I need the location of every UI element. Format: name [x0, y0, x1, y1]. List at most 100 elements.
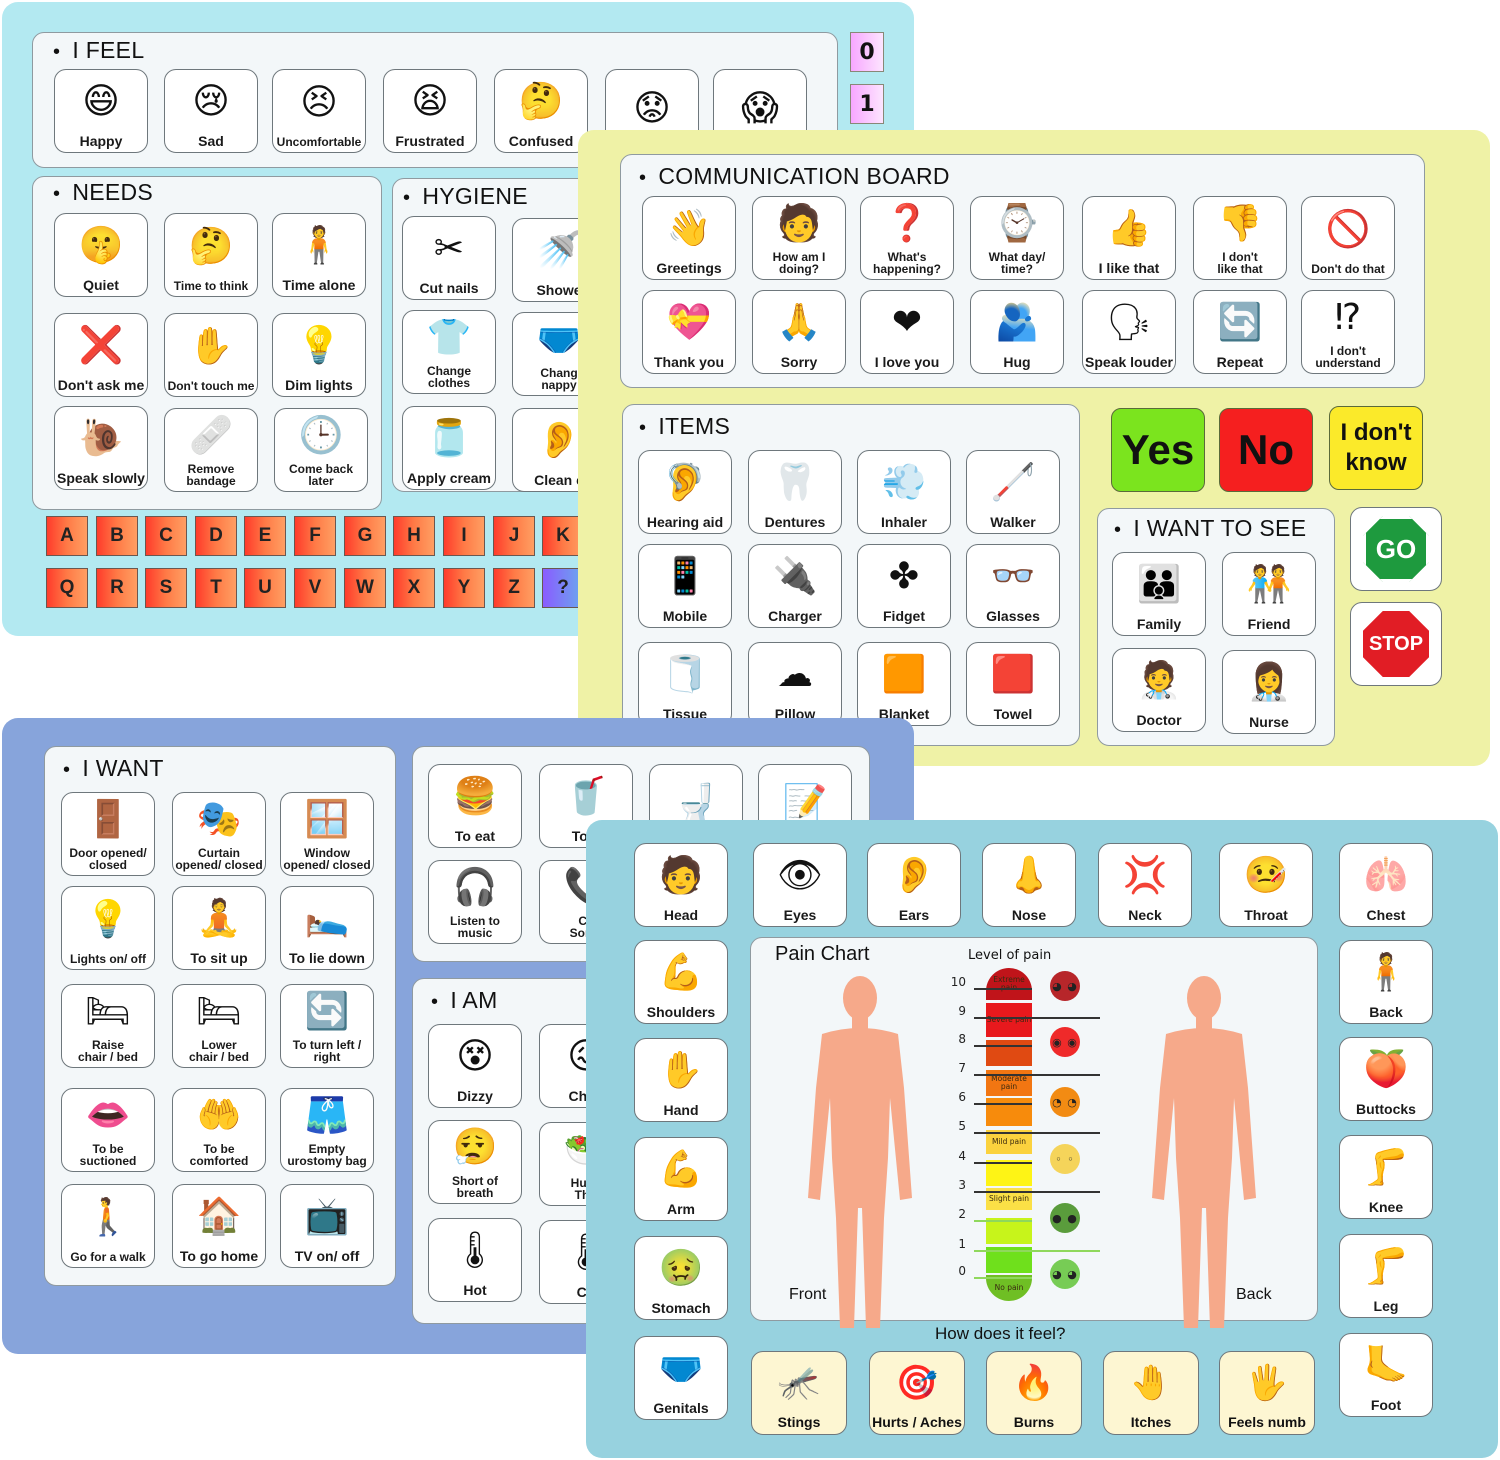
tile-i-don-t-understand[interactable]: ⁉I don't understand [1301, 290, 1395, 374]
tile-frustrated[interactable]: 😫Frustrated [383, 69, 477, 153]
tile-stomach[interactable]: 🤢Stomach [634, 1236, 728, 1320]
tile-sorry[interactable]: 🙏Sorry [752, 290, 846, 374]
tile-how-am-i-doing[interactable]: 🧑How am I doing? [752, 196, 846, 280]
tile-hot[interactable]: 🌡Hot [428, 1218, 522, 1302]
tile-family[interactable]: 👪Family [1112, 552, 1206, 636]
tile-stings[interactable]: 🦟Stings [751, 1351, 847, 1435]
tile-short-of-breath[interactable]: 😮‍💨Short of breath [428, 1120, 522, 1204]
tile-burns[interactable]: 🔥Burns [986, 1351, 1082, 1435]
tile-don-t-ask-me[interactable]: ❌Don't ask me [54, 313, 148, 397]
tile-change-clothes[interactable]: 👕Change clothes [402, 310, 496, 394]
tile-back[interactable]: 🧍Back [1339, 940, 1433, 1024]
yes-button[interactable]: Yes [1111, 408, 1205, 492]
letter-key-w[interactable]: W [344, 568, 386, 608]
tile-i-love-you[interactable]: ❤I love you [860, 290, 954, 374]
tile-don-t-do-that[interactable]: 🚫Don't do that [1301, 196, 1395, 280]
tile-speak-louder[interactable]: 🗣Speak louder [1082, 290, 1176, 374]
tile-listen-to-music[interactable]: 🎧Listen to music [428, 860, 522, 944]
tile-buttocks[interactable]: 🍑Buttocks [1339, 1037, 1433, 1121]
tile-happy[interactable]: 😄Happy [54, 69, 148, 153]
go-sign-button[interactable]: GO [1350, 507, 1442, 591]
tile-inhaler[interactable]: 💨Inhaler [857, 450, 951, 534]
tile-hearing-aid[interactable]: 🦻Hearing aid [638, 450, 732, 534]
tile-thank-you[interactable]: 💝Thank you [642, 290, 736, 374]
tile-remove-bandage[interactable]: 🩹Remove bandage [164, 408, 258, 492]
letter-key-f[interactable]: F [294, 516, 336, 556]
tile-dizzy[interactable]: 😵Dizzy [428, 1024, 522, 1108]
letter-key-j[interactable]: J [493, 516, 535, 556]
letter-key-e[interactable]: E [244, 516, 286, 556]
letter-key-u[interactable]: U [244, 568, 286, 608]
tile-repeat[interactable]: 🔄Repeat [1193, 290, 1287, 374]
letter-key-v[interactable]: V [294, 568, 336, 608]
letter-key-k[interactable]: K [542, 516, 584, 556]
tile-time-to-think[interactable]: 🤔Time to think [164, 213, 258, 297]
tile-sad[interactable]: 😢Sad [164, 69, 258, 153]
tile-walker[interactable]: 🦯Walker [966, 450, 1060, 534]
tile-to-lie-down[interactable]: 🛌To lie down [280, 886, 374, 970]
letter-key-d[interactable]: D [195, 516, 237, 556]
tile-window-opened-closed[interactable]: 🪟Window opened/ closed [280, 792, 374, 876]
question-key[interactable]: ? [542, 568, 584, 608]
tile-nose[interactable]: 👃Nose [982, 843, 1076, 927]
tile-tissue[interactable]: 🧻Tissue [638, 642, 732, 726]
tile-chest[interactable]: 🫁Chest [1339, 843, 1433, 927]
tile-dentures[interactable]: 🦷Dentures [748, 450, 842, 534]
back-body-figure[interactable] [1144, 968, 1264, 1328]
letter-key-a[interactable]: A [46, 516, 88, 556]
tile-charger[interactable]: 🔌Charger [748, 544, 842, 628]
tile-to-go-home[interactable]: 🏠To go home [172, 1184, 266, 1268]
stop-sign-button[interactable]: STOP [1350, 602, 1442, 686]
front-body-figure[interactable] [800, 968, 920, 1328]
tile-throat[interactable]: 🤒Throat [1219, 843, 1313, 927]
letter-key-y[interactable]: Y [443, 568, 485, 608]
tile-to-turn-left-right[interactable]: 🔄To turn left / right [280, 984, 374, 1068]
tile-speak-slowly[interactable]: 🐌Speak slowly [54, 406, 148, 490]
tile-blanket[interactable]: 🟧Blanket [857, 642, 951, 726]
tile-towel[interactable]: 🟥Towel [966, 642, 1060, 726]
tile-neck[interactable]: 💢Neck [1098, 843, 1192, 927]
tile-itches[interactable]: 🤚Itches [1103, 1351, 1199, 1435]
tile-mobile[interactable]: 📱Mobile [638, 544, 732, 628]
tile-foot[interactable]: 🦶Foot [1339, 1333, 1433, 1417]
number-key-0[interactable]: 0 [850, 32, 884, 72]
tile-apply-cream[interactable]: 🫙Apply cream [402, 406, 496, 490]
tile-cut-nails[interactable]: ✂Cut nails [402, 216, 496, 300]
letter-key-s[interactable]: S [145, 568, 187, 608]
tile-fidget[interactable]: ✤Fidget [857, 544, 951, 628]
tile-confused[interactable]: 🤔Confused [494, 69, 588, 153]
letter-key-b[interactable]: B [96, 516, 138, 556]
tile-empty-urostomy-bag[interactable]: 🩳Empty urostomy bag [280, 1088, 374, 1172]
tile-eyes[interactable]: 👁Eyes [753, 843, 847, 927]
tile-uncomfortable[interactable]: 😣Uncomfortable [272, 69, 366, 153]
tile-i-don-t-like-that[interactable]: 👎I don't like that [1193, 196, 1287, 280]
letter-key-z[interactable]: Z [493, 568, 535, 608]
tile-come-back-later[interactable]: 🕒Come back later [274, 408, 368, 492]
tile-tv-on-off[interactable]: 📺TV on/ off [280, 1184, 374, 1268]
tile-hand[interactable]: ✋Hand [634, 1038, 728, 1122]
tile-go-for-a-walk[interactable]: 🚶Go for a walk [61, 1184, 155, 1268]
tile-glasses[interactable]: 👓Glasses [966, 544, 1060, 628]
tile-raise-chair-bed[interactable]: 🛏Raise chair / bed [61, 984, 155, 1068]
tile-don-t-touch-me[interactable]: ✋Don't touch me [164, 313, 258, 397]
tile-ears[interactable]: 👂Ears [867, 843, 961, 927]
tile-feels-numb[interactable]: 🖐Feels numb [1219, 1351, 1315, 1435]
tile-curtain-opened-closed[interactable]: 🎭Curtain opened/ closed [172, 792, 266, 876]
letter-key-h[interactable]: H [393, 516, 435, 556]
tile-knee[interactable]: 🦵Knee [1339, 1135, 1433, 1219]
tile-arm[interactable]: 💪Arm [634, 1137, 728, 1221]
tile-lights-on-off[interactable]: 💡Lights on/ off [61, 886, 155, 970]
letter-key-x[interactable]: X [393, 568, 435, 608]
tile-what-day-time[interactable]: ⌚What day/ time? [970, 196, 1064, 280]
letter-key-i[interactable]: I [443, 516, 485, 556]
letter-key-q[interactable]: Q [46, 568, 88, 608]
letter-key-c[interactable]: C [145, 516, 187, 556]
tile-door-opened-closed[interactable]: 🚪Door opened/ closed [61, 792, 155, 876]
tile-i-like-that[interactable]: 👍I like that [1082, 196, 1176, 280]
tile-lower-chair-bed[interactable]: 🛏Lower chair / bed [172, 984, 266, 1068]
tile-hurts-aches[interactable]: 🎯Hurts / Aches [869, 1351, 965, 1435]
tile-hug[interactable]: 🫂Hug [970, 290, 1064, 374]
no-button[interactable]: No [1219, 408, 1313, 492]
tile-to-eat[interactable]: 🍔To eat [428, 764, 522, 848]
tile-nurse[interactable]: 👩‍⚕️Nurse [1222, 650, 1316, 734]
